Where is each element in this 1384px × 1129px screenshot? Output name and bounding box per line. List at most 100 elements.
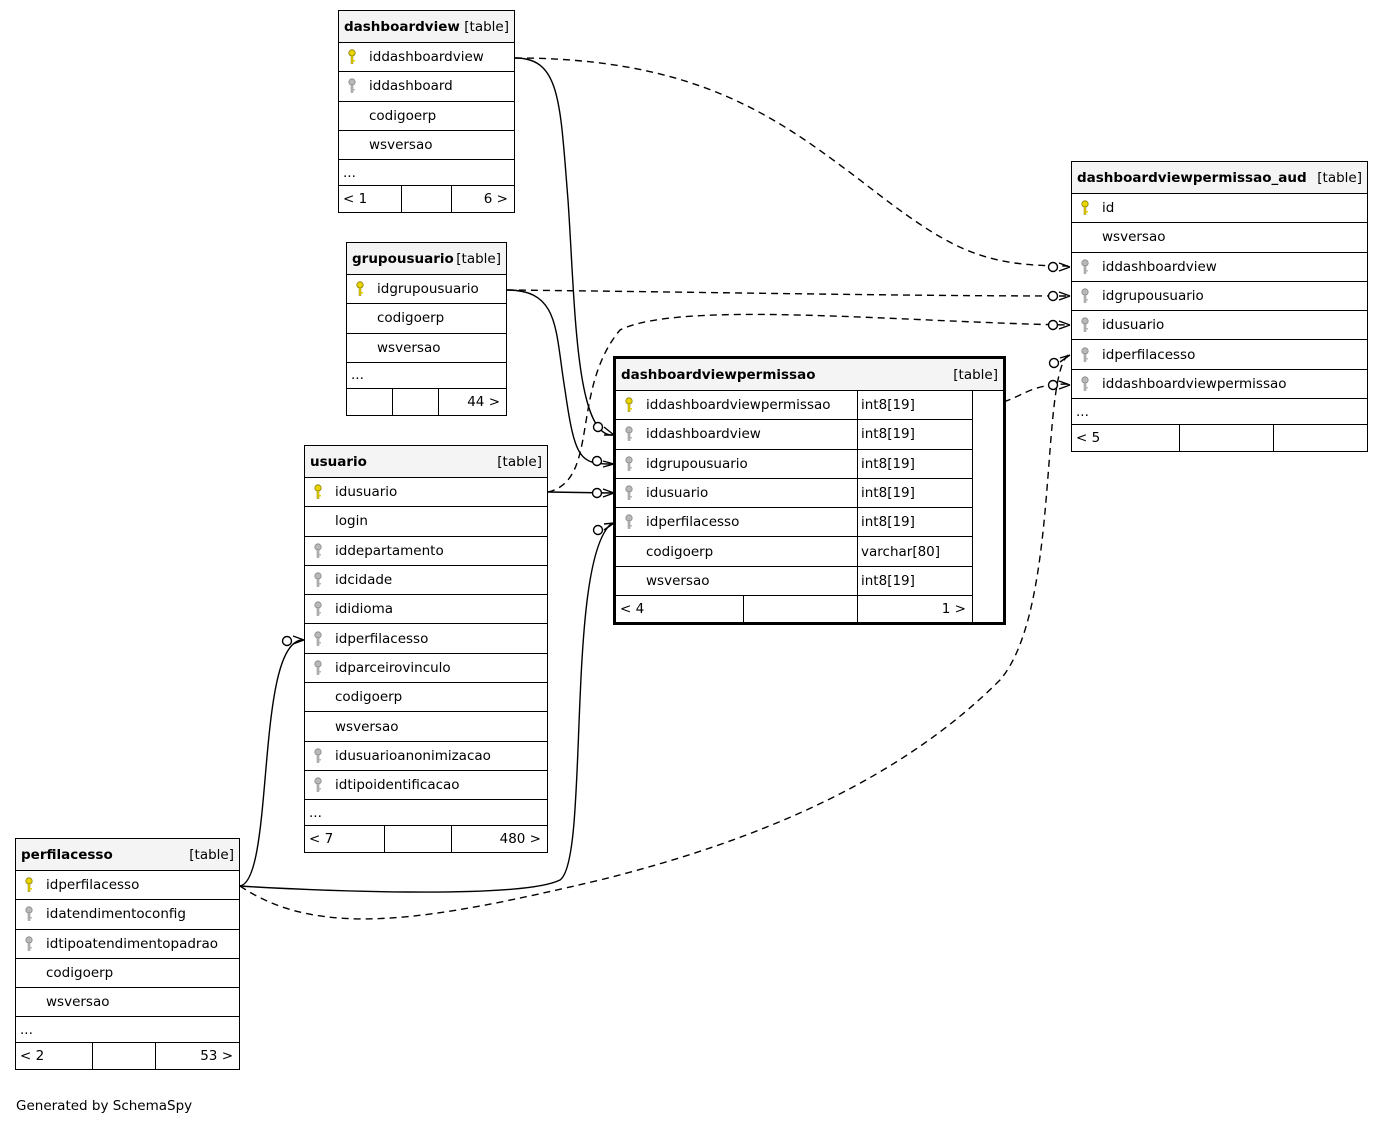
column-row[interactable]: id (1072, 194, 1367, 224)
column-row[interactable]: idtipoidentificacao (305, 771, 547, 801)
column-row[interactable]: login (305, 507, 547, 537)
column-name-cell: codigoerp (305, 683, 547, 711)
more-columns[interactable]: ... (16, 1017, 239, 1044)
column-row[interactable]: idusuario (305, 478, 547, 508)
children-count[interactable]: 1 > (858, 596, 973, 623)
column-row[interactable]: wsversao (347, 334, 506, 363)
column-name-cell: iddashboard (339, 72, 514, 100)
column-name-cell: idgrupousuario (347, 275, 506, 303)
column-row[interactable]: iddashboardview (1072, 253, 1367, 282)
foreign-key-icon (313, 748, 335, 764)
column-row[interactable]: wsversao (1072, 223, 1367, 253)
column-name-cell: idgrupousuario (1072, 282, 1367, 310)
column-name: idusuario (1102, 317, 1165, 334)
table-name[interactable]: grupousuario (352, 250, 454, 267)
more-columns[interactable]: ... (1072, 399, 1367, 426)
parents-count[interactable]: < 1 (339, 186, 402, 213)
children-count[interactable]: 44 > (467, 393, 500, 410)
column-name: idperfilacesso (646, 514, 740, 531)
column-row[interactable]: idperfilacesso (16, 871, 239, 901)
column-row[interactable]: idusuarioanonimizacao (305, 742, 547, 771)
more-columns[interactable]: ... (347, 363, 506, 389)
children-count[interactable]: 53 > (200, 1048, 233, 1065)
column-name: idtipoatendimentopadrao (46, 935, 218, 952)
foreign-key-icon (1080, 288, 1102, 304)
column-name-cell: codigoerp (339, 102, 514, 130)
crowfoot-marker-pa (592, 522, 615, 536)
more-columns[interactable]: ... (305, 800, 547, 827)
column-name-cell: wsversao (16, 988, 239, 1016)
column-row[interactable]: iddashboard (339, 72, 514, 102)
column-row[interactable]: idgrupousuario (1072, 282, 1367, 312)
column-row[interactable]: iddashboardview (339, 43, 514, 73)
column-row[interactable]: idparceirovinculo (305, 654, 547, 684)
parents-count[interactable]: < 7 (305, 826, 385, 853)
column-name: iddashboardviewpermissao (646, 397, 831, 414)
crowfoot-marker-aud-pa (1048, 354, 1071, 369)
table-name[interactable]: dashboardviewpermissao (621, 366, 816, 383)
table-dashboardviewpermissao[interactable]: dashboardviewpermissao [table] iddashboa… (613, 356, 1006, 626)
table-header: grupousuario [table] (347, 243, 506, 275)
primary-key-icon (24, 877, 46, 893)
children-count[interactable] (1274, 425, 1367, 451)
column-name: idusuario (646, 485, 709, 502)
primary-key-icon (347, 49, 369, 65)
parents-count[interactable] (347, 388, 393, 415)
column-count (93, 1043, 156, 1070)
column-row[interactable]: idatendimentoconfig (16, 900, 239, 930)
column-name: idtipoidentificacao (335, 777, 460, 794)
column-row[interactable]: wsversao (305, 712, 547, 742)
column-name: codigoerp (369, 107, 437, 124)
column-row[interactable]: iddashboardviewpermissao (1072, 370, 1367, 400)
table-name[interactable]: dashboardviewpermissao_aud (1077, 169, 1307, 186)
column-name-cell: idusuarioanonimizacao (305, 742, 547, 770)
column-row[interactable]: idtipoatendimentopadrao (16, 930, 239, 959)
column-row[interactable]: idperfilacesso (305, 624, 547, 654)
more-columns[interactable]: ... (339, 160, 514, 187)
children-count[interactable]: 480 > (499, 831, 541, 848)
children-count[interactable]: 6 > (483, 191, 508, 208)
column-row[interactable]: idgrupousuario (347, 275, 506, 305)
parents-count[interactable]: < 2 (16, 1043, 93, 1070)
table-header: dashboardviewpermissao [table] (616, 359, 1003, 391)
column-name-cell: wsversao (339, 131, 514, 159)
parents-count[interactable]: < 5 (1072, 425, 1180, 452)
column-row[interactable]: ididioma (305, 595, 547, 625)
column-name: iddashboard (369, 78, 453, 95)
parents-count[interactable]: < 4 (616, 596, 744, 623)
column-row[interactable]: iddepartamento (305, 537, 547, 566)
column-list: iddashboardview iddashboard codigoerp wsver… (339, 43, 514, 161)
column-name: iddepartamento (335, 542, 444, 559)
table-footer: 44 > (347, 388, 506, 415)
column-row[interactable]: codigoerp (339, 102, 514, 131)
column-row[interactable]: idusuario (1072, 311, 1367, 341)
table-footer: < 4 1 > (616, 596, 973, 623)
table-name[interactable]: perfilacesso (21, 846, 113, 863)
column-row[interactable]: codigoerp (305, 683, 547, 713)
column-row[interactable]: codigoerp (16, 959, 239, 989)
column-row[interactable]: codigoerp (347, 304, 506, 334)
column-row[interactable]: idperfilacesso (1072, 340, 1367, 370)
column-row[interactable]: wsversao (16, 988, 239, 1018)
table-name[interactable]: dashboardview (344, 18, 460, 35)
foreign-key-icon (1080, 317, 1102, 333)
table-footer: < 2 53 > (16, 1043, 239, 1070)
foreign-key-icon (1080, 259, 1102, 275)
column-row[interactable]: idcidade (305, 566, 547, 596)
table-name[interactable]: usuario (310, 453, 367, 470)
column-name-cell: iddashboardviewpermissao (616, 391, 857, 419)
column-row[interactable]: wsversao (339, 131, 514, 161)
